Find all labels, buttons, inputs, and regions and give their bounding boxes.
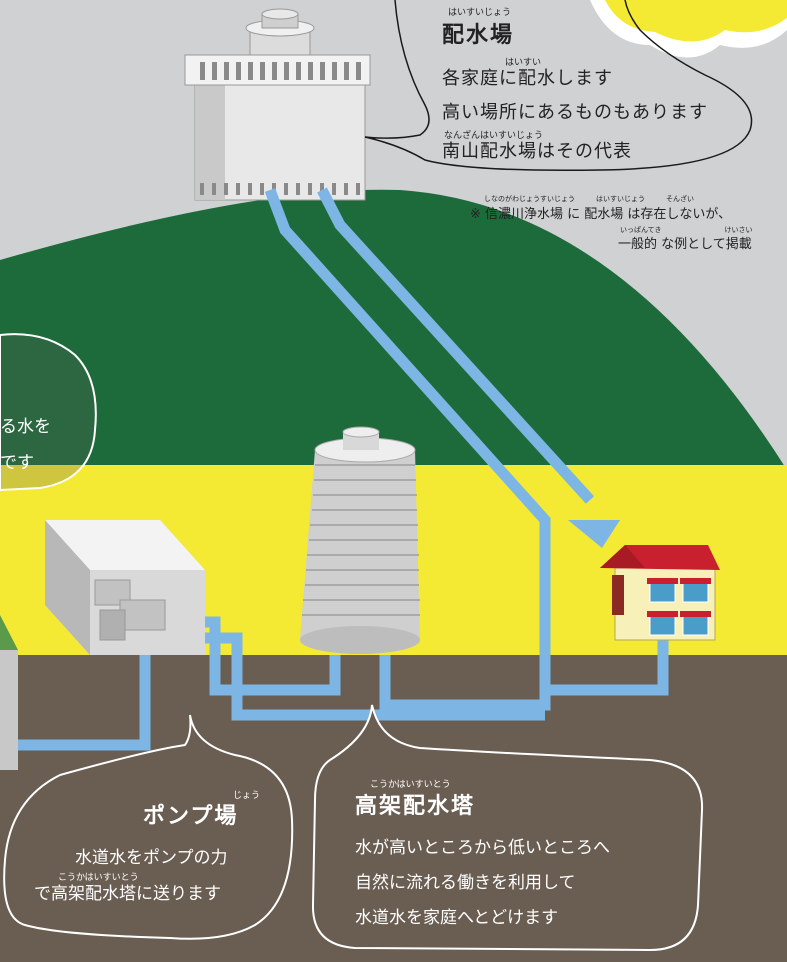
note-line1: ※ 信濃川浄水場 に 配水場 は存在しないが、 <box>470 207 732 222</box>
pump-bubble <box>3 714 294 940</box>
left-house-roof <box>0 615 18 650</box>
left-bubble-line2: です <box>0 453 34 473</box>
house <box>600 545 720 641</box>
tower-line3: 水道水を家庭へとどけます <box>355 908 559 928</box>
flow-arrow-icon <box>568 520 620 548</box>
haisuijo-bubble <box>364 0 753 172</box>
pump-title: ポンプ場 <box>143 804 239 829</box>
left-house-wall <box>0 650 18 770</box>
haisuijo-line3-ruby: なんざんはいすいじょう <box>444 131 544 141</box>
pump-title-ruby: じょう <box>233 791 261 801</box>
tower-title-ruby: こうかはいすいとう <box>370 780 451 790</box>
haisuijo-line2: 高い場所にあるものもあります <box>442 102 708 123</box>
haisuijo-line3: 南山配水場はその代表 <box>442 141 632 162</box>
haisuijo-title: 配水場 <box>442 23 515 48</box>
left-bubble <box>0 333 97 492</box>
note-line2: 一般的 な例として掲載 <box>618 237 752 252</box>
water-tower <box>300 426 420 654</box>
tower-line1: 水が高いところから低いところへ <box>355 838 610 858</box>
pump-line2-ruby: こうかはいすいとう <box>58 873 139 883</box>
pump-station-building <box>45 520 205 655</box>
haisuijo-line1-ruby: はいすい <box>505 58 542 68</box>
tower-bubble <box>311 704 704 952</box>
pump-line2: で高架配水塔に送ります <box>34 884 221 904</box>
note-ruby-1: しなのがわじょうすいじょう はいすいじょう そんざい <box>484 195 694 203</box>
tower-line2: 自然に流れる働きを利用して <box>355 873 576 893</box>
pump-line1: 水道水をポンプの力 <box>75 848 228 868</box>
sun <box>605 0 787 42</box>
haisuijo-building <box>184 8 371 201</box>
left-bubble-line1: る水を <box>0 417 51 437</box>
tower-title: 高架配水塔 <box>355 794 476 819</box>
haisuijo-line1: 各家庭に配水します <box>442 68 613 89</box>
haisuijo-title-ruby: はいすいじょう <box>448 8 512 18</box>
note-ruby-2: いっぱんてき けいさい <box>620 226 753 234</box>
